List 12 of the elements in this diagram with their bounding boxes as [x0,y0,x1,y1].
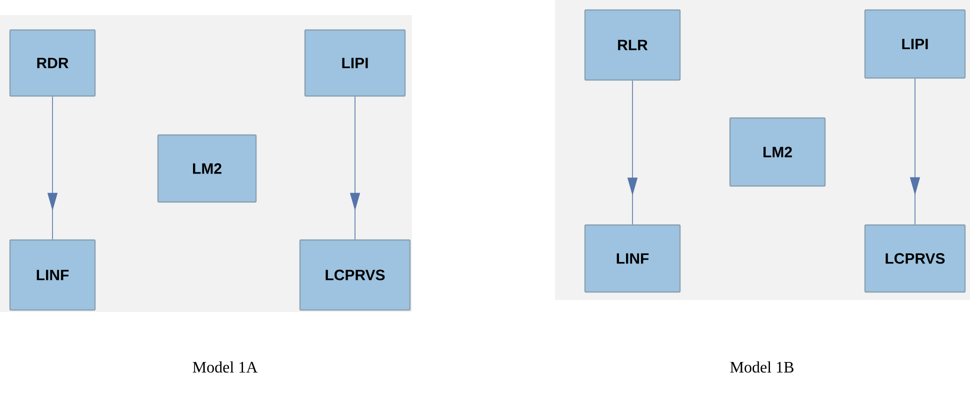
process-box: RDR [9,29,96,97]
process-box: RLR [584,9,681,81]
process-box: LINF [9,239,96,311]
process-box: LINF [584,224,681,293]
process-box: LCPRVS [864,224,966,293]
process-box: LM2 [729,117,826,187]
caption: Model 1B [730,361,794,373]
caption: Model 1A [192,361,258,373]
process-box: LM2 [157,134,257,203]
process-box: LCPRVS [299,239,411,311]
process-box: LIPI [304,29,406,97]
process-box: LIPI [864,9,966,79]
